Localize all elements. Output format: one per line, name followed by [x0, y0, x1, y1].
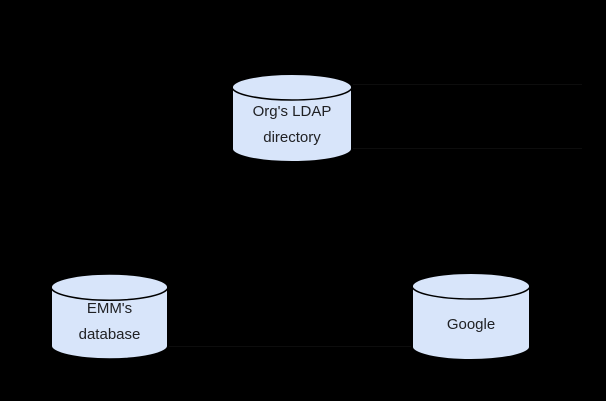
database-cylinder-icon — [411, 272, 531, 361]
connector-line-ldap-right-top — [353, 84, 582, 85]
connector-line-emm-google — [169, 346, 411, 347]
database-cylinder-icon — [231, 73, 353, 163]
node-ldap-directory: Org's LDAP directory — [231, 73, 353, 163]
database-cylinder-icon — [50, 273, 169, 360]
node-emm-database: EMM's database — [50, 273, 169, 360]
node-google: Google — [411, 272, 531, 361]
connector-line-ldap-right-bottom — [353, 148, 582, 149]
